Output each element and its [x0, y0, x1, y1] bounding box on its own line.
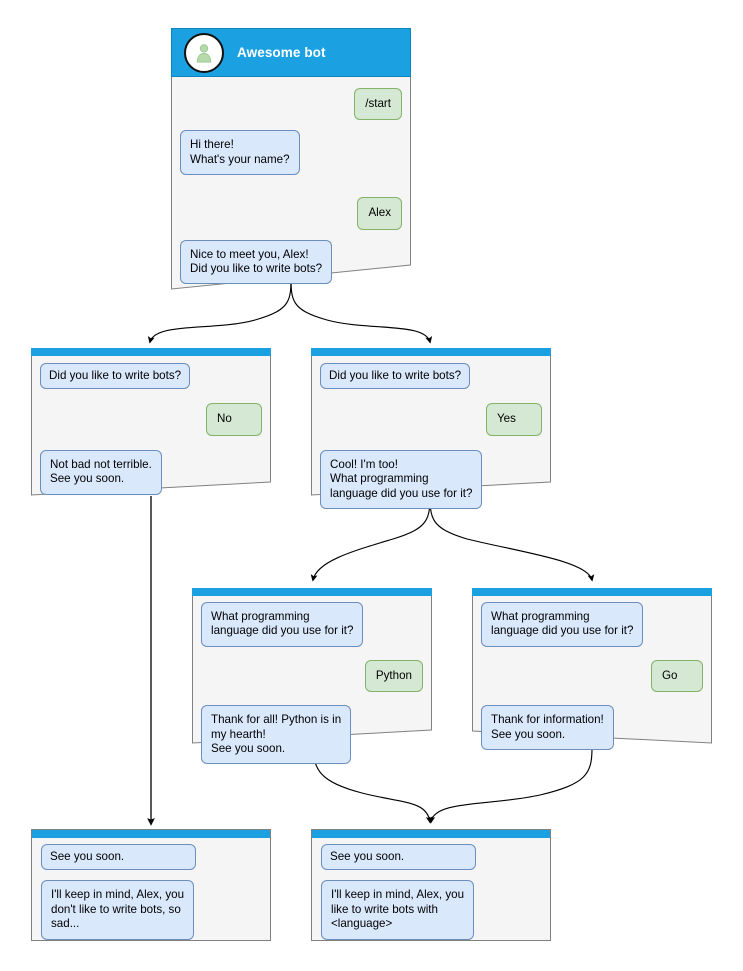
message-row: Alex — [180, 197, 402, 230]
bot-message-bubble[interactable]: See you soon. — [321, 844, 476, 871]
bot-message-bubble[interactable]: Hi there! What's your name? — [180, 130, 300, 176]
card-header-bar — [312, 830, 550, 838]
message-row: Cool! I'm too! What programming language… — [320, 449, 542, 510]
message-list-end-happy: See you soon. I'll keep in mind, Alex, y… — [312, 838, 550, 940]
message-row: Hi there! What's your name? — [180, 130, 402, 176]
card-header-bar — [32, 830, 270, 838]
bot-message-bubble[interactable]: Thank for information! See you soon. — [481, 705, 614, 751]
message-row: Not bad not terrible. See you soon. — [40, 449, 262, 495]
bot-message-bubble[interactable]: Did you like to write bots? — [320, 363, 471, 390]
message-list-end-sad: See you soon. I'll keep in mind, Alex, y… — [32, 838, 270, 940]
person-avatar-icon — [184, 32, 224, 73]
message-row: Yes — [320, 403, 542, 436]
message-list-branch-go: What programming language did you use fo… — [472, 596, 712, 751]
user-message-bubble[interactable]: Alex — [357, 197, 402, 230]
card-header-start: Awesome bot — [171, 28, 411, 77]
message-row: I'll keep in mind, Alex, you don't like … — [41, 880, 261, 940]
message-list-branch-no: Did you like to write bots? No Not bad n… — [31, 356, 271, 495]
message-row: Did you like to write bots? — [40, 363, 262, 390]
bot-message-bubble[interactable]: Did you like to write bots? — [40, 363, 191, 390]
bot-message-bubble[interactable]: Cool! I'm too! What programming language… — [320, 449, 483, 510]
bot-message-bubble[interactable]: What programming language did you use fo… — [481, 602, 644, 647]
bot-message-bubble[interactable]: What programming language did you use fo… — [201, 602, 364, 647]
edge-go-to-end-happy — [428, 747, 593, 824]
card-header-bar — [31, 348, 271, 356]
user-message-bubble[interactable]: Python — [364, 659, 423, 693]
message-list-start: /start Hi there! What's your name? Alex … — [171, 77, 411, 285]
user-message-bubble[interactable]: Go — [651, 659, 703, 693]
card-branch-no[interactable]: Did you like to write bots? No Not bad n… — [31, 348, 271, 496]
message-row: Python — [201, 659, 423, 693]
message-list-branch-python: What programming language did you use fo… — [192, 596, 432, 765]
message-list-branch-yes: Did you like to write bots? Yes Cool! I'… — [311, 356, 551, 510]
message-row: Go — [481, 659, 703, 693]
card-end-sad[interactable]: See you soon. I'll keep in mind, Alex, y… — [31, 829, 271, 941]
bot-message-bubble[interactable]: I'll keep in mind, Alex, you don't like … — [41, 880, 195, 940]
bot-message-bubble[interactable]: Not bad not terrible. See you soon. — [40, 449, 162, 495]
message-row: Nice to meet you, Alex! Did you like to … — [180, 239, 402, 285]
message-row: Thank for all! Python is in my hearth! S… — [201, 705, 423, 765]
bot-message-bubble[interactable]: Nice to meet you, Alex! Did you like to … — [180, 239, 333, 285]
message-row: I'll keep in mind, Alex, you like to wri… — [321, 880, 541, 940]
message-row: See you soon. — [321, 844, 541, 871]
card-header-bar — [311, 348, 551, 356]
bot-message-bubble[interactable]: I'll keep in mind, Alex, you like to wri… — [321, 880, 475, 940]
message-row: No — [40, 403, 262, 436]
person-glyph — [196, 43, 212, 63]
message-row: See you soon. — [41, 844, 261, 871]
card-branch-python[interactable]: What programming language did you use fo… — [192, 588, 432, 765]
message-row: Thank for information! See you soon. — [481, 705, 703, 751]
user-message-bubble[interactable]: /start — [354, 88, 402, 121]
bot-message-bubble[interactable]: See you soon. — [41, 844, 196, 871]
bot-message-bubble[interactable]: Thank for all! Python is in my hearth! S… — [201, 705, 352, 765]
card-branch-yes[interactable]: Did you like to write bots? Yes Cool! I'… — [311, 348, 551, 510]
message-row: Did you like to write bots? — [320, 363, 542, 390]
message-row: What programming language did you use fo… — [201, 602, 423, 647]
card-header-bar — [472, 588, 712, 596]
card-end-happy[interactable]: See you soon. I'll keep in mind, Alex, y… — [311, 829, 551, 941]
message-row: What programming language did you use fo… — [481, 602, 703, 647]
message-row: /start — [180, 88, 402, 121]
user-message-bubble[interactable]: Yes — [486, 403, 542, 436]
user-message-bubble[interactable]: No — [206, 403, 262, 436]
card-start[interactable]: Awesome bot /start Hi there! What's your… — [171, 28, 411, 290]
bot-name-title: Awesome bot — [237, 45, 326, 60]
card-branch-go[interactable]: What programming language did you use fo… — [472, 588, 712, 751]
card-header-bar — [192, 588, 432, 596]
